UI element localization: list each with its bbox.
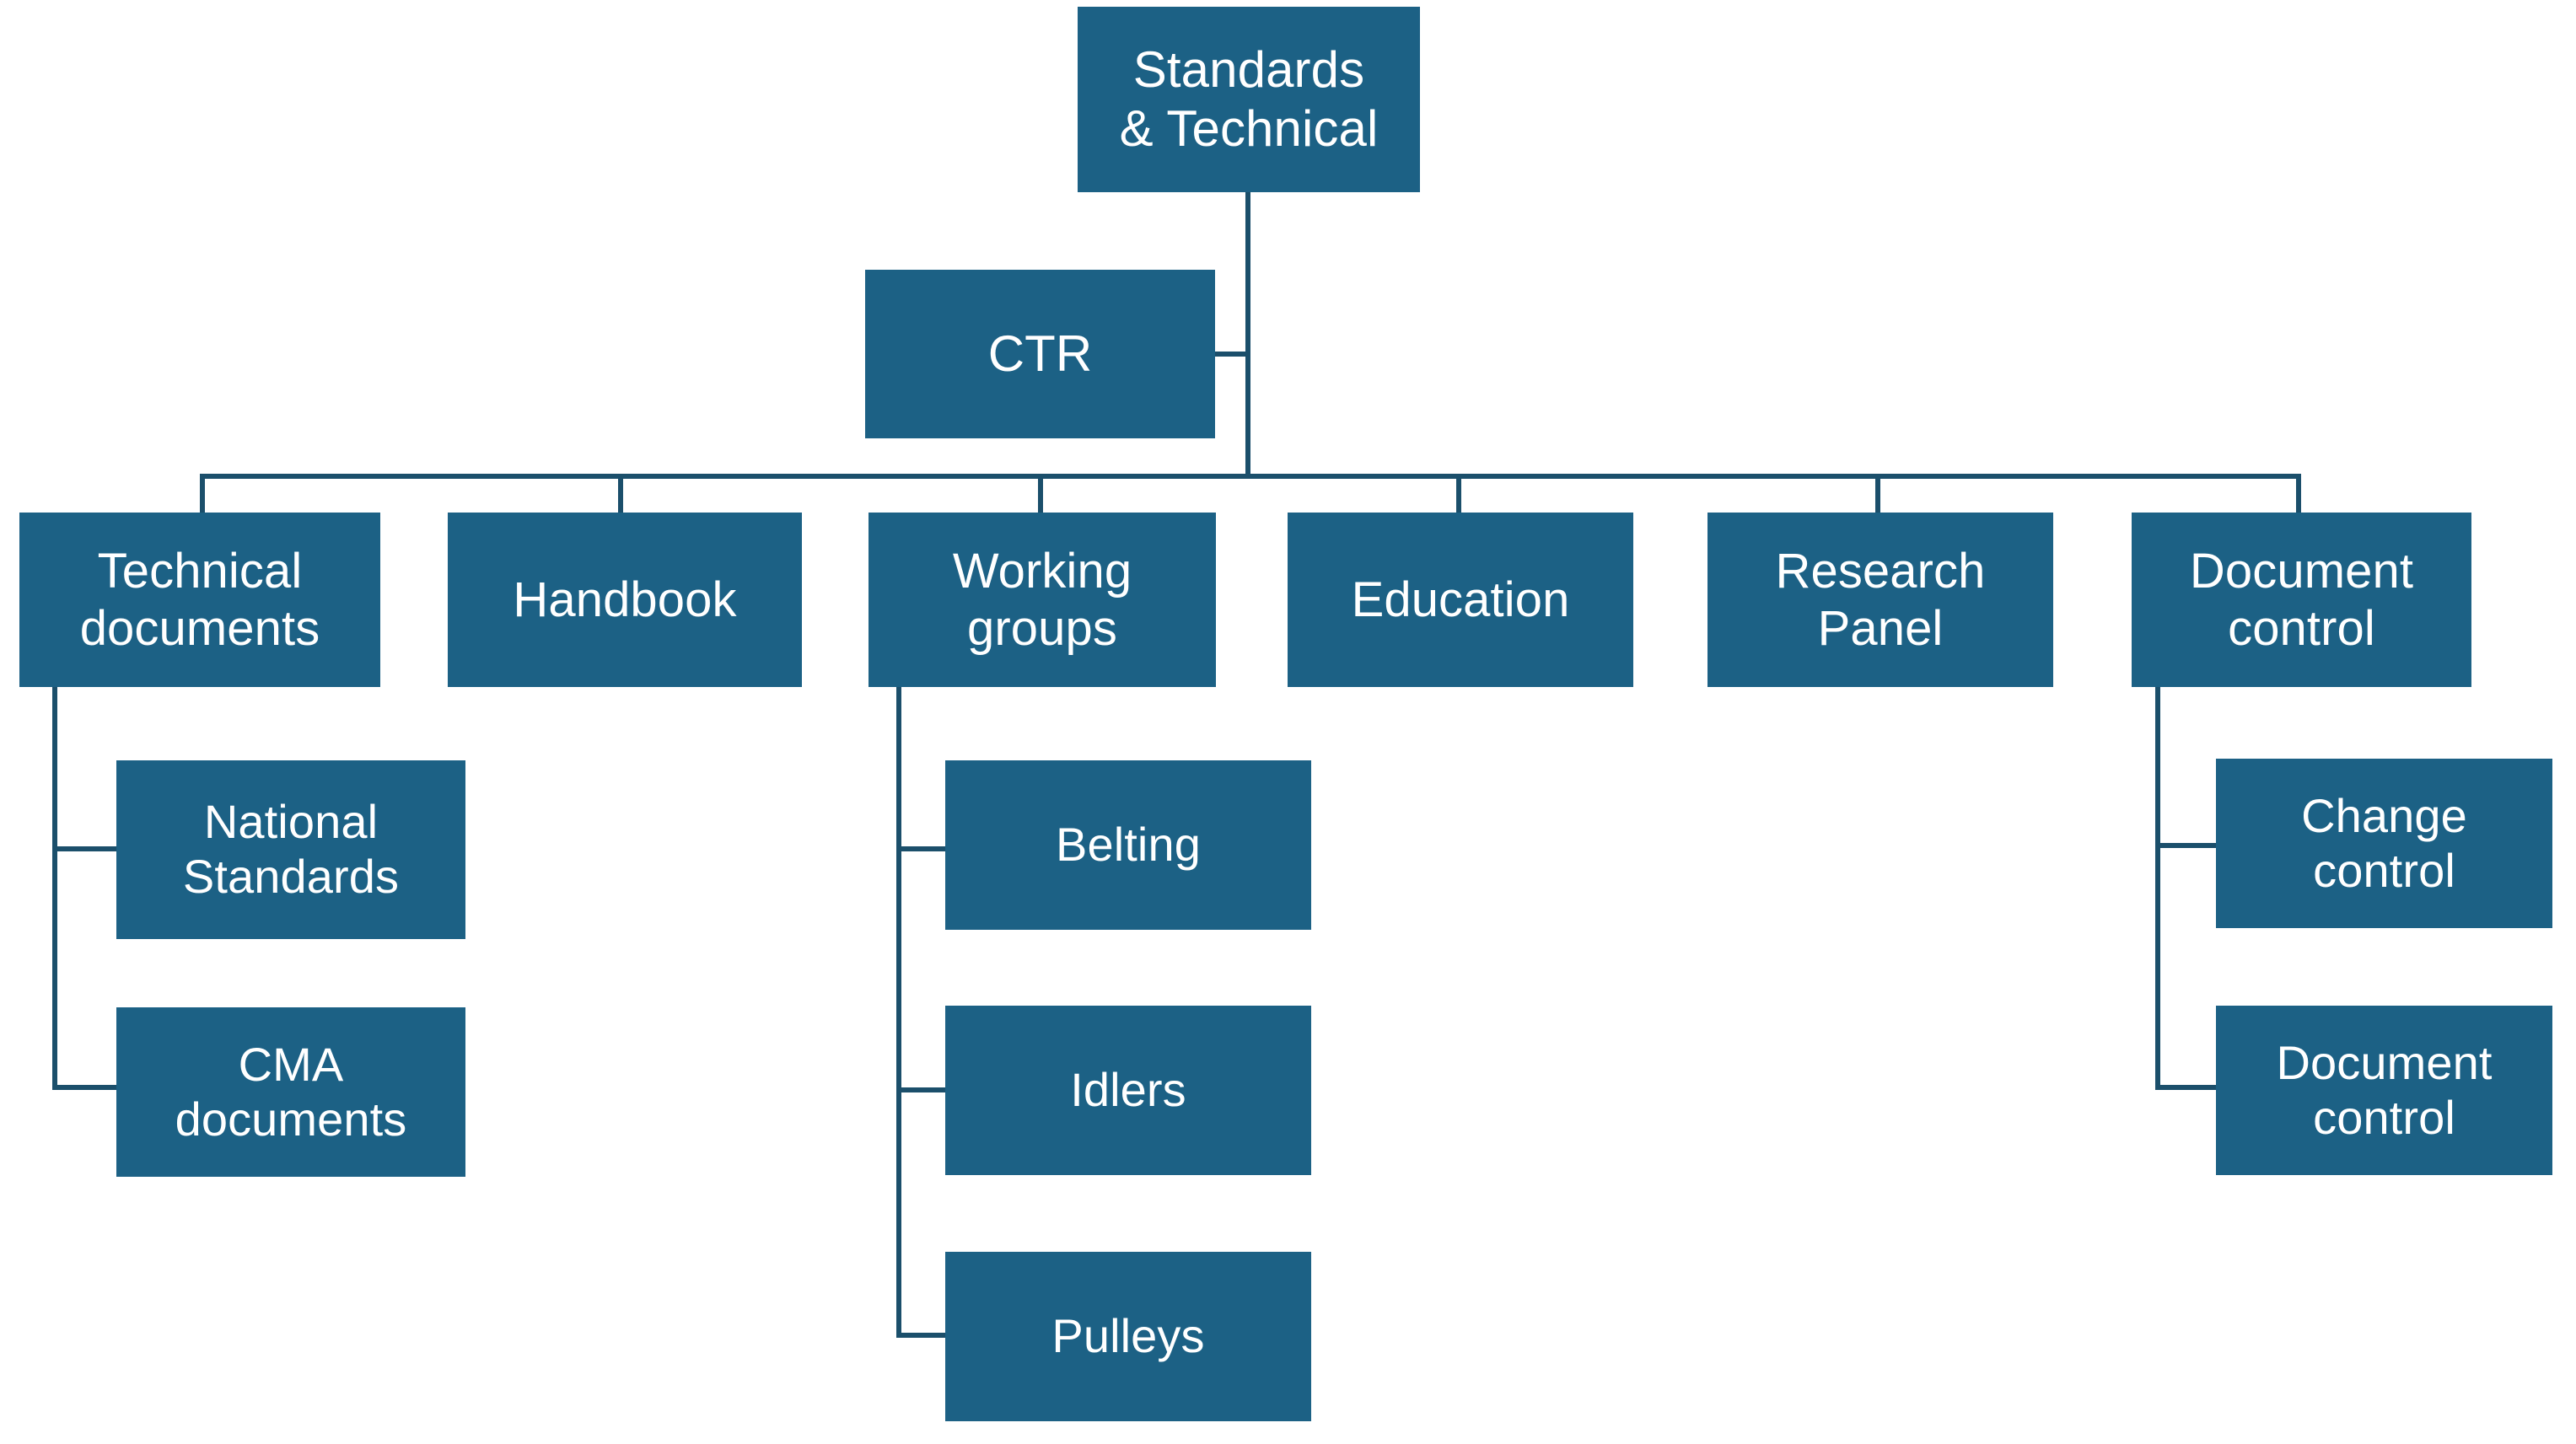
connector-drop-research-panel [1875,474,1880,513]
connector-spur-pulleys [896,1333,945,1338]
node-idlers[interactable]: Idlers [945,1006,1311,1175]
connector-spur-national-standards [52,846,118,851]
connector-drop-technical-documents [200,474,205,513]
node-handbook[interactable]: Handbook [448,513,802,687]
connector-root-stem [1245,191,1250,479]
node-belting[interactable]: Belting [945,760,1311,930]
connector-spur-idlers [896,1087,945,1092]
connector-ctr-spur [1214,352,1248,357]
node-technical-documents[interactable]: Technical documents [19,513,380,687]
connector-spine-technical-documents [52,687,57,1090]
connector-drop-working-groups [1038,474,1043,513]
node-document-control-child[interactable]: Document control [2216,1006,2552,1175]
node-education[interactable]: Education [1288,513,1633,687]
connector-spur-change-control [2155,843,2216,848]
connector-spine-working-groups [896,687,901,1338]
connector-spur-document-control-child [2155,1085,2216,1090]
connector-drop-document-control [2296,474,2301,513]
connector-drop-education [1456,474,1461,513]
connector-level2-bar [200,474,2301,479]
node-cma-documents[interactable]: CMA documents [116,1007,465,1177]
node-change-control[interactable]: Change control [2216,759,2552,928]
node-working-groups[interactable]: Working groups [869,513,1216,687]
node-research-panel[interactable]: Research Panel [1707,513,2053,687]
node-document-control[interactable]: Document control [2132,513,2471,687]
node-national-standards[interactable]: National Standards [116,760,465,939]
connector-spur-belting [896,846,945,851]
node-pulleys[interactable]: Pulleys [945,1252,1311,1421]
node-ctr[interactable]: CTR [865,270,1215,438]
connector-drop-handbook [618,474,623,513]
node-standards-and-technical[interactable]: Standards & Technical [1078,7,1420,192]
connector-spine-document-control [2155,687,2160,1090]
connector-spur-cma-documents [52,1085,118,1090]
